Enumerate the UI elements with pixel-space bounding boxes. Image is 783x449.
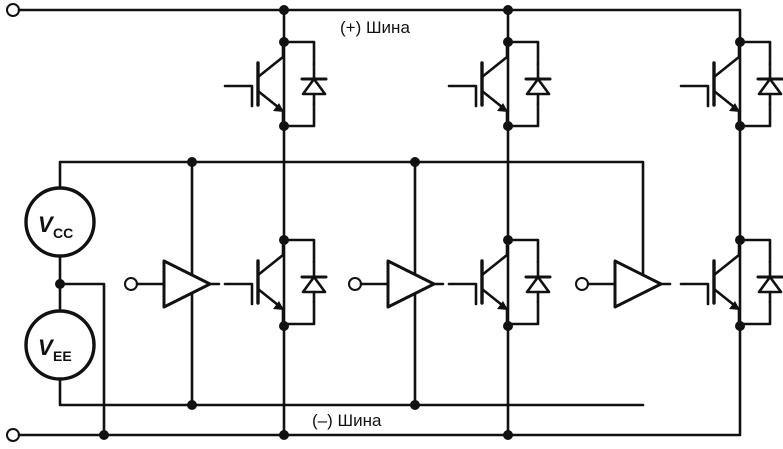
gate-driver-3[interactable] bbox=[574, 259, 672, 309]
negative-bus-label: (–) Шина bbox=[312, 411, 382, 430]
gate-supply-rail-positive bbox=[58, 160, 645, 284]
supply-midpoint-wire bbox=[58, 282, 106, 437]
phase-leg-3 bbox=[679, 38, 783, 329]
positive-bus bbox=[6, 3, 742, 42]
gate-supply-rail-negative bbox=[58, 378, 645, 407]
gate-driver-1[interactable] bbox=[123, 259, 221, 309]
vcc-label-main: V bbox=[38, 212, 55, 237]
vee-source: V EE bbox=[24, 309, 96, 381]
vcc-source: V CC bbox=[24, 186, 96, 258]
positive-bus-terminal[interactable] bbox=[6, 3, 20, 17]
vcc-label-sub: CC bbox=[53, 225, 73, 241]
gate-driver-2[interactable] bbox=[347, 259, 445, 309]
phase-leg-2 bbox=[447, 8, 552, 437]
positive-bus-label: (+) Шина bbox=[340, 18, 410, 37]
vee-label-sub: EE bbox=[53, 348, 72, 364]
negative-bus bbox=[6, 325, 742, 442]
phase-leg-1 bbox=[223, 8, 328, 437]
negative-bus-terminal[interactable] bbox=[6, 428, 20, 442]
junction-dots bbox=[55, 5, 745, 440]
vee-label-main: V bbox=[38, 335, 55, 360]
